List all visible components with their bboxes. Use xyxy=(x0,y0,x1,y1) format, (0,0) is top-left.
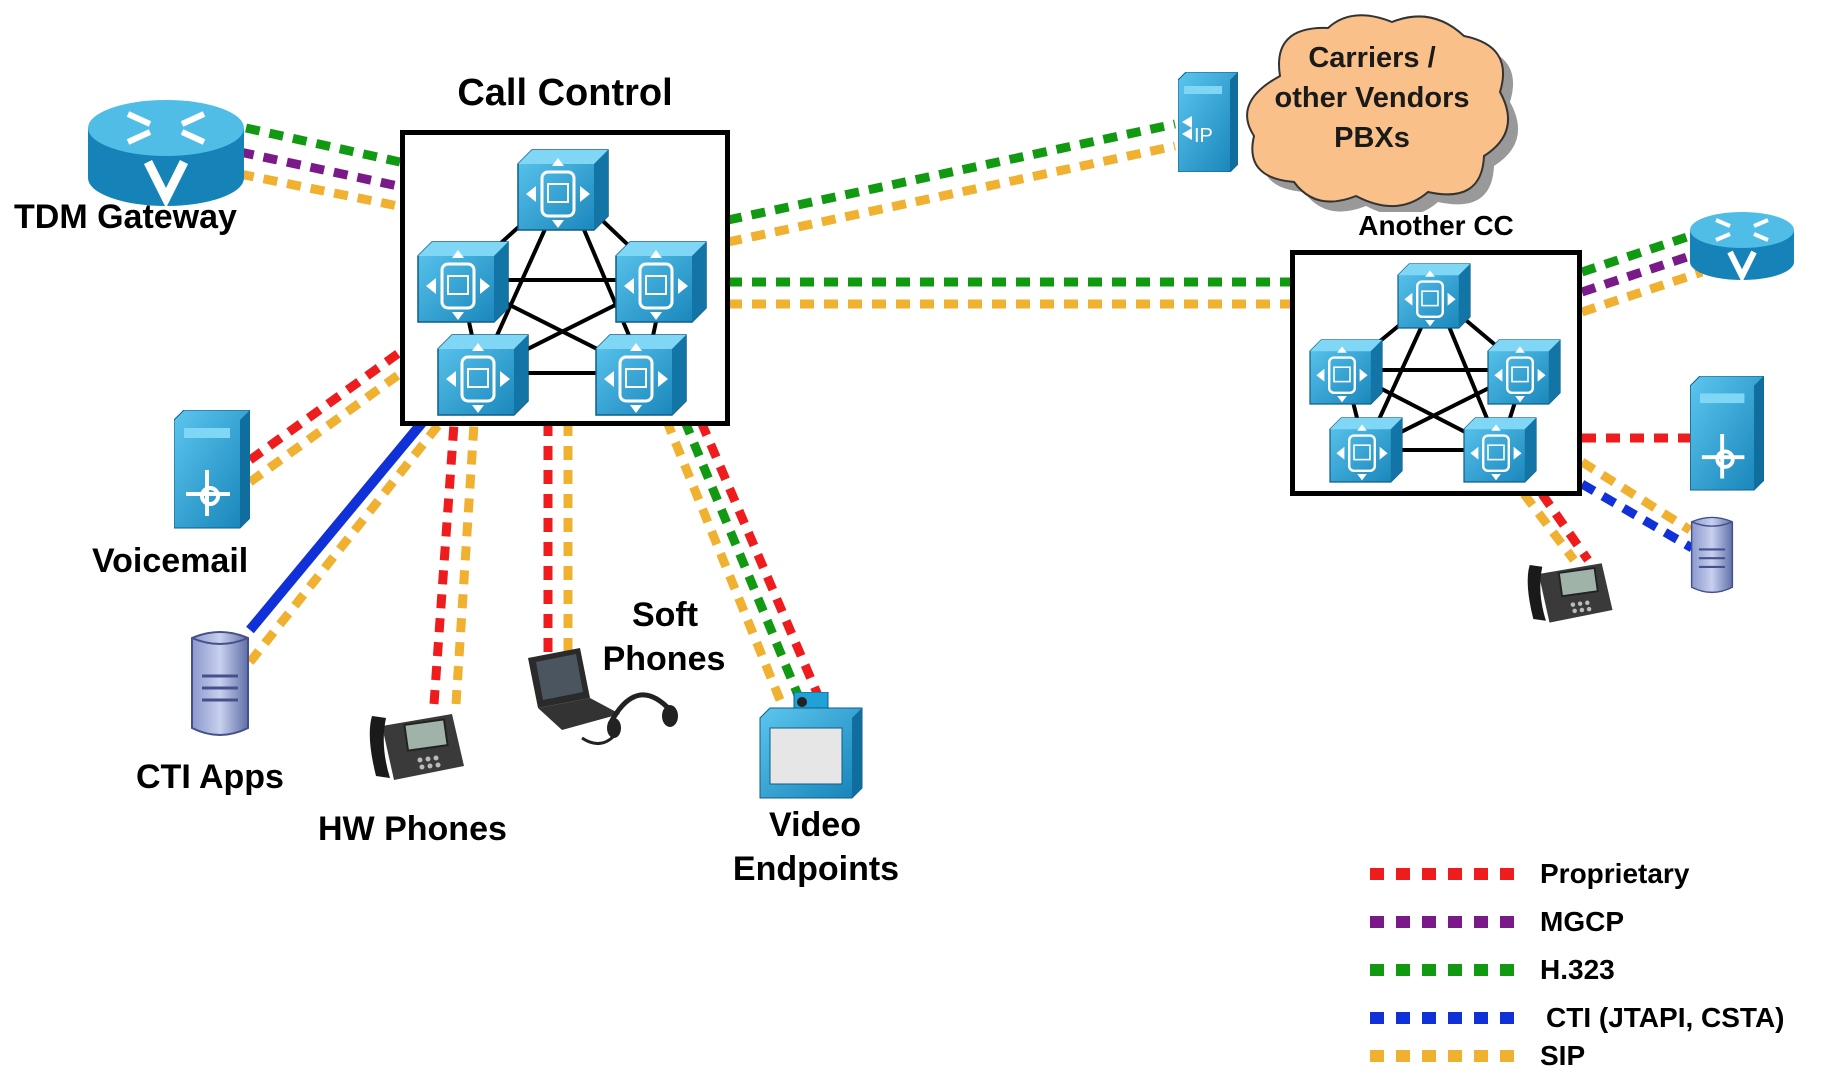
cloud-label-2: other Vendors xyxy=(1274,82,1470,114)
call-manager-icon xyxy=(436,333,530,417)
sip-proxy-icon: IP xyxy=(1178,72,1238,172)
hw-phones-label: HW Phones xyxy=(318,810,507,848)
router-icon xyxy=(88,100,244,209)
legend-swatch xyxy=(1370,1050,1520,1062)
call-manager-icon xyxy=(594,333,688,417)
legend-swatch xyxy=(1370,1012,1520,1024)
legend-item-proprietary: Proprietary xyxy=(1370,858,1820,892)
ip-phone-icon xyxy=(368,713,465,781)
soft-phones-label-2: Phones xyxy=(602,640,726,678)
cloud-label-3: PBXs xyxy=(1334,122,1410,154)
legend-item-sip: SIP xyxy=(1370,1040,1820,1074)
laptop-icon xyxy=(528,648,620,730)
cti-link xyxy=(246,414,430,634)
another-cc-mesh xyxy=(1308,262,1562,484)
call-manager-icon xyxy=(516,148,610,232)
legend-item-mgcp: MGCP xyxy=(1370,906,1820,940)
another-cc-title: Another CC xyxy=(1358,210,1514,241)
cti-apps-label: CTI Apps xyxy=(136,758,284,796)
legend-label: SIP xyxy=(1540,1040,1586,1071)
headset-icon xyxy=(581,692,678,745)
call-manager-icon xyxy=(614,240,708,324)
legend-swatch xyxy=(1370,868,1520,880)
cloud-label-1: Carriers / xyxy=(1308,42,1436,74)
legend-label: H.323 xyxy=(1540,954,1615,985)
voicemail-server-icon xyxy=(1690,376,1764,491)
voicemail-server-icon xyxy=(174,410,250,529)
cti-server-icon xyxy=(1690,516,1734,594)
legend-swatch xyxy=(1370,964,1520,976)
legend-swatch xyxy=(1370,916,1520,928)
call-control-title: Call Control xyxy=(457,72,673,114)
voicemail-label: Voicemail xyxy=(92,542,249,580)
video-endpoint-icon xyxy=(759,692,863,799)
call-control-mesh xyxy=(416,148,708,417)
links xyxy=(239,119,1704,705)
legend-label: Proprietary xyxy=(1540,858,1690,889)
tdm-gateway-label: TDM Gateway xyxy=(14,198,237,236)
legend-label: CTI (JTAPI, CSTA) xyxy=(1546,1002,1785,1033)
router-icon xyxy=(1690,212,1794,283)
legend-item-cti: CTI (JTAPI, CSTA) xyxy=(1370,1002,1820,1036)
legend-item-h323: H.323 xyxy=(1370,954,1820,988)
cloud-icon xyxy=(1246,14,1518,212)
cti-server-icon xyxy=(191,631,249,736)
video-label-2: Endpoints xyxy=(732,850,900,888)
call-manager-icon xyxy=(416,240,510,324)
video-label-1: Video xyxy=(769,806,861,844)
soft-phones-label-1: Soft xyxy=(631,596,699,634)
legend-label: MGCP xyxy=(1540,906,1624,937)
sip-badge: IP xyxy=(1194,125,1213,147)
ip-phone-icon xyxy=(1526,562,1614,624)
